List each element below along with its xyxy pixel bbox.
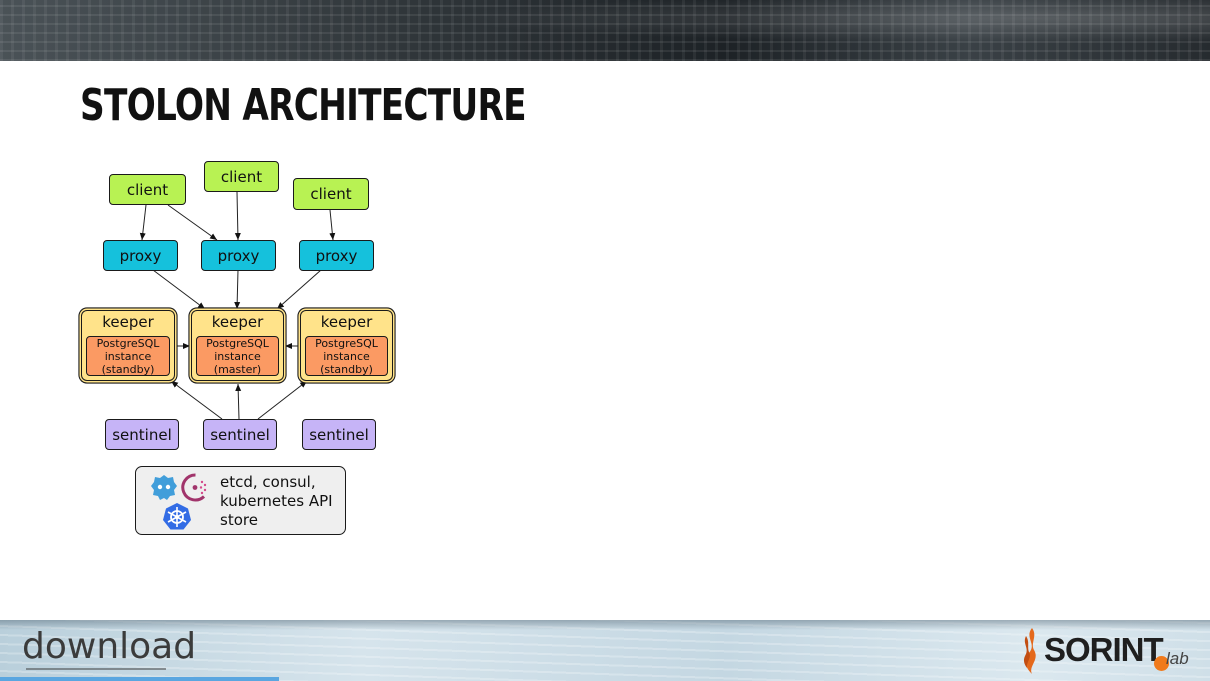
download-underline [0,677,279,681]
arrow-client1-proxy2 [167,204,218,241]
arrow-proxy3-keeper2 [276,269,322,310]
sentinel-label: sentinel [309,425,369,444]
postgresql-instance-label: PostgreSQL instance (master) [206,336,269,376]
client-label: client [126,180,169,199]
postgresql-instance-label: PostgreSQL instance (standby) [315,336,378,376]
proxy-node: proxy [103,240,178,271]
sentinel-label: sentinel [210,425,270,444]
keeper-label: keeper [320,313,373,331]
client-label: client [310,185,352,203]
keeper-node-standby: keeper PostgreSQL instance (standby) [81,310,175,381]
arrow-proxy1-keeper2 [152,269,206,310]
client-label: client [220,167,263,186]
keeper-label: keeper [211,313,264,331]
client-node: client [109,174,186,205]
client-node: client [204,161,279,192]
store-node: etcd, consul, kubernetes API store [135,466,346,535]
store-label: etcd, consul, kubernetes API store [220,473,333,529]
postgresql-instance-label: PostgreSQL instance (standby) [96,336,160,376]
arrow-sentinel2-keeper3 [257,380,308,420]
postgresql-instance: PostgreSQL instance (standby) [86,336,170,376]
keeper-label: keeper [102,313,154,331]
bottom-banner [0,620,1210,681]
proxy-label: proxy [119,246,162,265]
etcd-icon [151,475,177,500]
arrow-client1-proxy1 [139,204,147,241]
sentinel-node: sentinel [302,419,376,450]
sorint-logo-dot [1154,656,1169,671]
postgresql-instance: PostgreSQL instance (standby) [305,336,388,376]
sorint-logo-text: SORINT [1044,631,1164,668]
keeper-node-master: keeper PostgreSQL instance (master) [191,310,284,381]
client-node: client [293,178,369,210]
arrow-proxy2-keeper2 [234,269,241,310]
sorint-flame-icon [1023,628,1036,674]
arrow-client3-proxy3 [329,209,336,241]
consul-icon [181,473,207,502]
sentinel-label: sentinel [112,425,172,444]
sentinel-node: sentinel [203,419,277,450]
keeper-node-standby: keeper PostgreSQL instance (standby) [300,310,393,381]
kubernetes-icon [163,503,191,530]
download-logo: download [22,626,197,667]
proxy-label: proxy [315,246,358,265]
postgresql-instance: PostgreSQL instance (master) [196,336,279,376]
slide-title: Stolon Architecture [80,80,527,131]
proxy-node: proxy [201,240,276,271]
sorint-lab-logo: SORINT lab [1018,626,1193,676]
arrow-sentinel2-keeper1 [170,380,223,420]
arrow-sentinel2-keeper2 [235,383,242,420]
download-logo-rule [26,668,166,670]
sorint-logo-suffix: lab [1166,649,1189,668]
proxy-label: proxy [217,246,260,265]
proxy-node: proxy [299,240,374,271]
sentinel-node: sentinel [105,419,179,450]
top-banner [0,0,1210,61]
arrow-client2-proxy2 [234,191,241,241]
